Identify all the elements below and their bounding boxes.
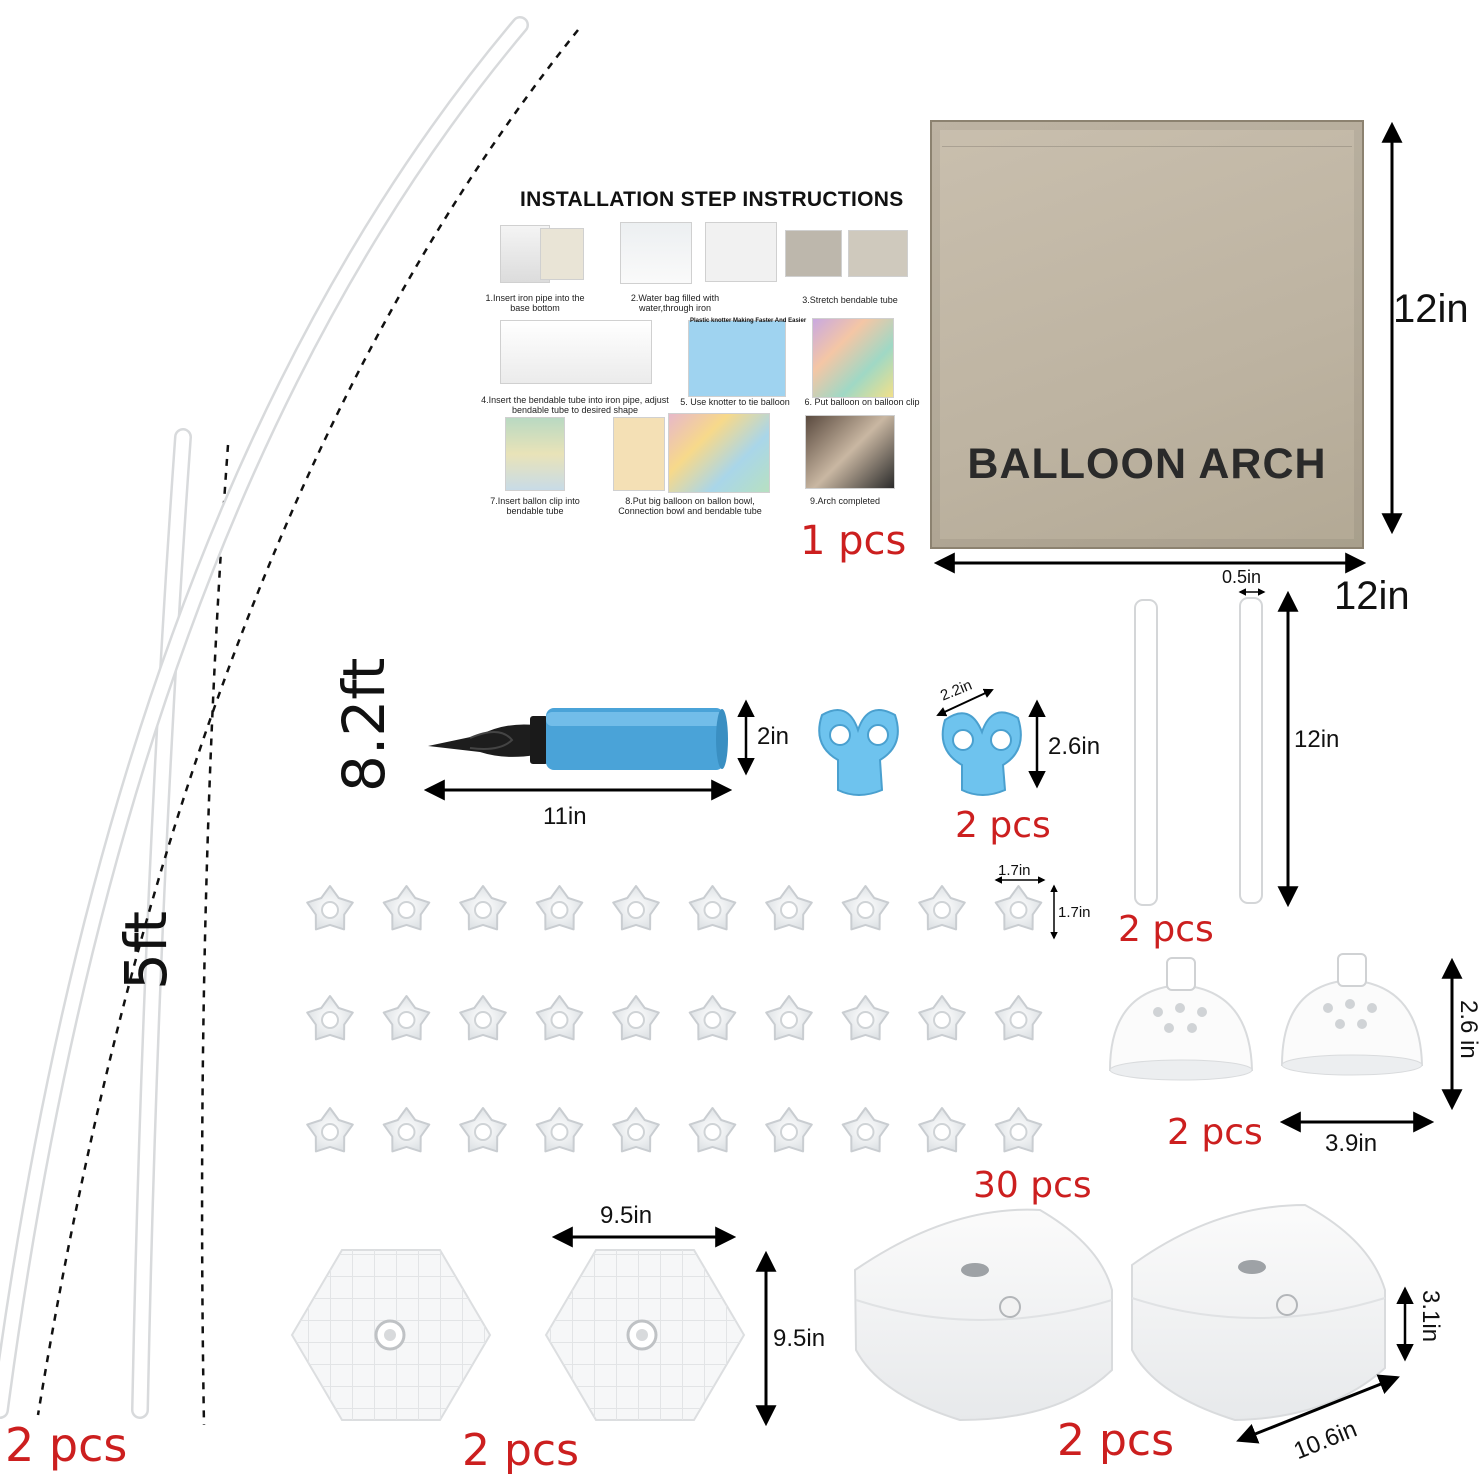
knotter-height-label: 2.6in [1048,733,1101,760]
step-3b-photo [848,230,908,277]
hex-base-1 [290,1249,492,1421]
step-3-photo [785,230,842,277]
water-bag-1 [853,1208,1113,1422]
balloon-clip [688,885,737,931]
step-6-caption: 6. Put balloon on balloon clip [804,397,920,407]
rod-1 [1134,599,1158,906]
knotter-1 [818,709,899,796]
balloon-clip [688,995,737,1041]
box-flap [942,130,1352,147]
pump-length-label: 11in [543,803,587,830]
clip-height-label: 1.7in [1058,904,1091,921]
knotter-qty: 2 pcs [955,805,1051,846]
long-tube-length: 8.2ft [330,657,398,792]
hex-height-label: 9.5in [773,1325,826,1352]
short-tube-length: 5ft [112,910,180,990]
balloon-clip [841,995,890,1041]
balloon-clip [459,885,507,931]
step-1-caption: 1.Insert iron pipe into the base bottom [485,293,585,313]
water-bag-2 [1131,1203,1386,1422]
hex-base-2 [544,1249,746,1421]
knotter-width-arrow [936,688,994,717]
balloon-clip [765,1107,813,1153]
hex-width-label: 9.5in [600,1202,653,1229]
clips-qty: 30 pcs [973,1165,1092,1206]
balloon-clip [841,885,890,931]
balloon-clip [382,885,431,931]
tubes-qty: 2 pcs [5,1418,128,1472]
balloon-clip [459,995,507,1041]
balloon-clip [918,995,966,1041]
knotter-caption: Plastic knotter Making Faster And Easier [690,318,807,324]
knotter-2 [941,711,1022,796]
rod-length-label: 12in [1294,726,1340,753]
balloon-clip [994,1107,1043,1153]
step-9-caption: 9.Arch completed [809,496,881,506]
bowl-1 [1108,957,1254,1081]
balloon-clip [688,1107,737,1153]
balloon-clip [841,1107,890,1153]
box-label: BALLOON ARCH [967,440,1327,488]
bag-width-arrow [1236,1374,1400,1444]
rod-2 [1239,597,1263,904]
hand-pump [428,708,728,770]
clip-width-label: 1.7in [998,862,1031,879]
bowl-height-label: 2.6 in [1455,1000,1482,1059]
balloon-clip [994,995,1043,1041]
instruction-title: INSTALLATION STEP INSTRUCTIONS [520,188,904,211]
bag-height-label: 3.1in [1417,1290,1444,1343]
step-2-caption: 2.Water bag filled with water,through ir… [630,293,720,313]
box-height-label: 12in [1393,287,1469,331]
step-2b-photo [705,222,777,282]
step-4-caption: 4.Insert the bendable tube into iron pip… [481,395,669,415]
balloon-clip [306,1107,354,1153]
balloon-clip [535,1107,584,1153]
pump-diameter-label: 2in [757,723,790,750]
balloon-clip [306,995,354,1041]
instruction-sheet: INSTALLATION STEP INSTRUCTIONS 1.Insert … [480,180,930,520]
step-7-photo [505,417,565,491]
step-3-caption: 3.Stretch bendable tube [802,295,898,305]
step-9-photo [805,415,895,489]
hex-qty: 2 pcs [462,1425,580,1476]
balloon-clip [765,885,813,931]
balloon-clip [765,995,813,1041]
long-tube [0,16,579,1419]
balloon-clip [535,885,584,931]
short-tube [131,428,230,1426]
step-6-photo [812,318,894,398]
balloon-clip [306,885,354,931]
bowl-width-label: 3.9in [1325,1130,1378,1157]
rod-diameter-label: 0.5in [1222,567,1262,587]
bowl-2 [1280,953,1424,1076]
balloon-clip [382,1107,431,1153]
balloon-clip [382,995,431,1041]
balloon-clip [535,995,584,1041]
bags-qty: 2 pcs [1057,1415,1175,1466]
step-8-caption: 8.Put big balloon on ballon bowl, Connec… [618,496,762,516]
step-2-photo [620,222,692,284]
bowls-qty: 2 pcs [1167,1112,1263,1153]
step-4-photo [500,320,652,384]
step-5-photo [688,320,786,397]
step-5-caption: 5. Use knotter to tie balloon [680,397,790,407]
balloon-clip [994,885,1043,931]
box-width-label: 12in [1334,574,1410,618]
balloon-clip [918,1107,966,1153]
step-8b-photo [668,413,770,493]
step-8-photo [613,417,665,491]
balloon-clip [612,995,660,1041]
balloon-clip [459,1107,507,1153]
instructions-qty: 1 pcs [800,518,907,564]
balloon-clip [612,1107,660,1153]
balloon-clip [918,885,966,931]
clips-grid [306,885,1043,1153]
step-1b-photo [540,228,584,280]
rods-qty: 2 pcs [1118,909,1214,950]
step-7-caption: 7.Insert ballon clip into bendable tube [490,496,580,516]
balloon-arch-box: BALLOON ARCH [930,120,1364,549]
balloon-clip [612,885,660,931]
